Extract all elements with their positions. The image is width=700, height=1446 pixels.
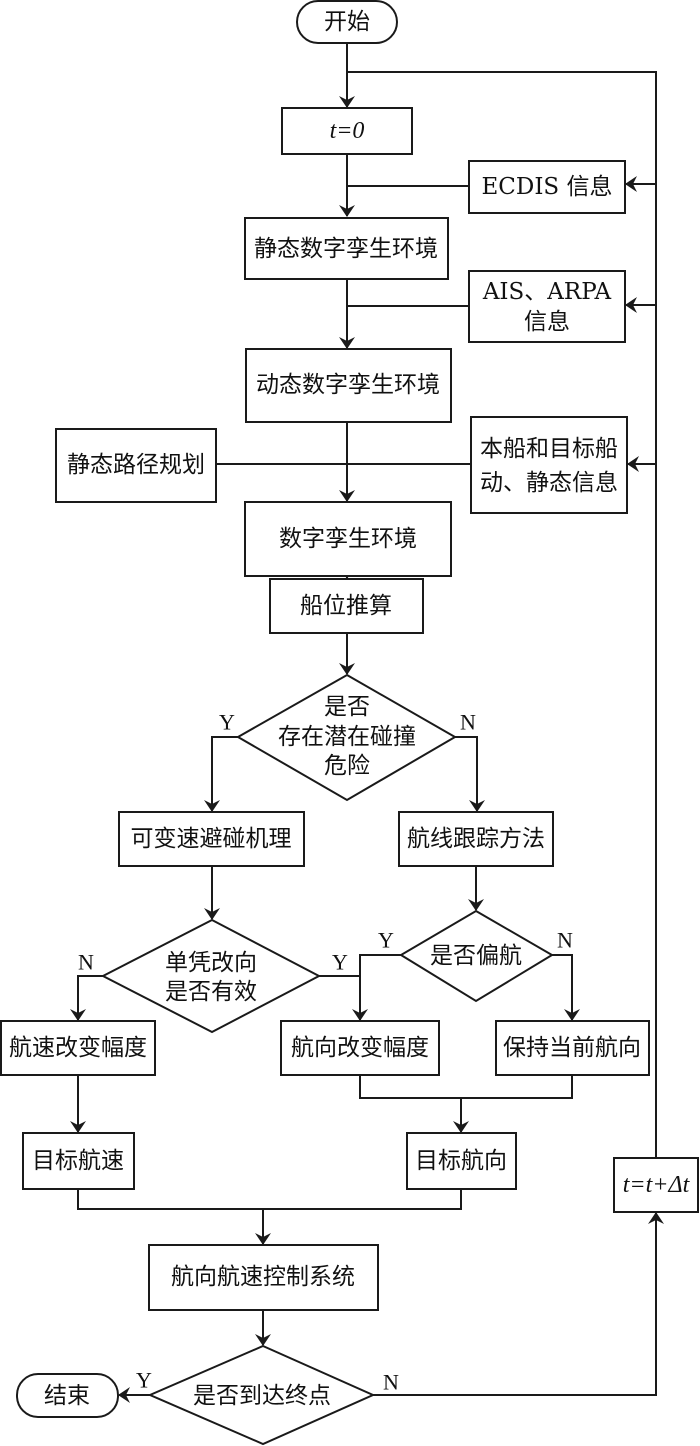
node-off-course: 是否偏航 Y N bbox=[378, 909, 573, 1003]
node-reach-end: 是否到达终点 Y N bbox=[136, 1344, 399, 1446]
static-path-box bbox=[55, 428, 217, 503]
off-course-diamond bbox=[399, 909, 554, 1003]
node-t-init: t=0 bbox=[281, 107, 413, 155]
node-ais-arpa: AIS、ARPA 信息 bbox=[468, 270, 626, 343]
ais-arpa-label-line1: AIS、ARPA bbox=[482, 279, 612, 305]
reach-end-no-label: N bbox=[383, 1370, 399, 1395]
edge-loop-return bbox=[347, 71, 657, 1158]
edge-offcourse-yes bbox=[352, 954, 401, 1021]
edge-course-only-no bbox=[70, 975, 103, 1021]
node-dynamic-env: 动态数字孪生环境 bbox=[245, 348, 452, 423]
node-route-tracking: 航线跟踪方法 bbox=[398, 811, 554, 867]
node-speed-change: 航速改变幅度 bbox=[0, 1020, 156, 1076]
target-heading-label: 目标航向 bbox=[415, 1148, 507, 1174]
target-heading-box bbox=[406, 1132, 517, 1190]
node-heading-change: 航向改变幅度 bbox=[280, 1020, 440, 1076]
node-ship-info: 本船和目标船 动、静态信息 bbox=[470, 416, 628, 514]
edge-reach-end-no bbox=[373, 1212, 664, 1396]
reach-end-label: 是否到达终点 bbox=[193, 1383, 331, 1409]
collision-risk-label-line3: 危险 bbox=[324, 753, 370, 779]
static-path-label: 静态路径规划 bbox=[67, 452, 205, 478]
route-tracking-label: 航线跟踪方法 bbox=[407, 826, 545, 852]
node-t-step: t=t+Δt bbox=[613, 1157, 699, 1213]
course-only-no-label: N bbox=[78, 950, 94, 975]
node-static-path: 静态路径规划 bbox=[55, 428, 217, 503]
dynamic-env-box bbox=[245, 348, 452, 423]
static-env-label: 静态数字孪生环境 bbox=[254, 236, 438, 262]
collision-risk-label-line1: 是否 bbox=[324, 694, 370, 720]
node-ecdis: ECDIS 信息 bbox=[468, 160, 626, 214]
start-label: 开始 bbox=[324, 9, 370, 35]
ais-arpa-box bbox=[468, 270, 626, 343]
edge-offcourse-no bbox=[552, 954, 580, 1021]
speed-change-label: 航速改变幅度 bbox=[9, 1035, 147, 1061]
static-env-box bbox=[244, 217, 449, 280]
dt-env-box bbox=[244, 501, 452, 577]
node-course-only: 单凭改向 是否有效 N Y bbox=[78, 918, 348, 1034]
dead-reckoning-box bbox=[269, 578, 424, 634]
ship-info-box bbox=[470, 416, 628, 514]
node-control-system: 航向航速控制系统 bbox=[148, 1244, 379, 1311]
edge-targets-merge bbox=[77, 1189, 462, 1210]
control-system-box bbox=[148, 1244, 379, 1311]
ecdis-label: ECDIS 信息 bbox=[482, 174, 613, 200]
course-only-label-line2: 是否有效 bbox=[165, 979, 257, 1005]
control-system-label: 航向航速控制系统 bbox=[171, 1264, 355, 1290]
end-terminal-shape bbox=[16, 1373, 119, 1418]
node-static-env: 静态数字孪生环境 bbox=[244, 217, 449, 280]
target-speed-label: 目标航速 bbox=[32, 1148, 124, 1174]
node-dead-reckoning: 船位推算 bbox=[269, 578, 424, 634]
t-init-label: t=0 bbox=[330, 118, 365, 144]
dead-reckoning-label: 船位推算 bbox=[300, 593, 392, 619]
course-only-diamond bbox=[100, 918, 322, 1034]
t-init-box bbox=[281, 107, 413, 155]
reach-end-diamond bbox=[147, 1344, 376, 1446]
ecdis-box bbox=[468, 160, 626, 214]
ship-info-label-line2: 动、静态信息 bbox=[480, 470, 618, 496]
start-terminal-shape bbox=[296, 0, 398, 44]
route-tracking-box bbox=[398, 811, 554, 867]
ais-arpa-label-line2: 信息 bbox=[524, 309, 570, 335]
speed-change-box bbox=[0, 1020, 156, 1076]
course-only-label-line1: 单凭改向 bbox=[165, 950, 257, 976]
variable-speed-box bbox=[118, 811, 305, 867]
collision-risk-yes-label: Y bbox=[219, 710, 235, 735]
edge-heading-merge bbox=[359, 1075, 573, 1099]
course-only-yes-label: Y bbox=[332, 950, 348, 975]
node-end: 结束 bbox=[16, 1373, 119, 1418]
off-course-yes-label: Y bbox=[378, 928, 394, 953]
end-label: 结束 bbox=[44, 1383, 90, 1409]
node-target-heading: 目标航向 bbox=[406, 1132, 517, 1190]
edge-risk-yes bbox=[204, 736, 238, 812]
dynamic-env-label: 动态数字孪生环境 bbox=[256, 372, 440, 398]
node-keep-heading: 保持当前航向 bbox=[495, 1020, 650, 1076]
node-collision-risk: 是否 存在潜在碰撞 危险 Y N bbox=[219, 673, 476, 802]
reach-end-yes-label: Y bbox=[136, 1368, 152, 1393]
collision-risk-no-label: N bbox=[460, 710, 476, 735]
ship-info-label-line1: 本船和目标船 bbox=[480, 436, 618, 462]
variable-speed-label: 可变速避碰机理 bbox=[131, 826, 292, 852]
collision-risk-label-line2: 存在潜在碰撞 bbox=[278, 724, 416, 750]
keep-heading-label: 保持当前航向 bbox=[503, 1035, 641, 1061]
dt-env-label: 数字孪生环境 bbox=[279, 526, 417, 552]
collision-risk-diamond bbox=[235, 673, 457, 802]
keep-heading-box bbox=[495, 1020, 650, 1076]
node-start: 开始 bbox=[296, 0, 398, 44]
node-variable-speed: 可变速避碰机理 bbox=[118, 811, 305, 867]
node-dt-env: 数字孪生环境 bbox=[244, 501, 452, 577]
connectors bbox=[70, 43, 664, 1403]
heading-change-label: 航向改变幅度 bbox=[291, 1035, 429, 1061]
node-target-speed: 目标航速 bbox=[22, 1132, 135, 1190]
t-step-label: t=t+Δt bbox=[623, 1172, 691, 1198]
off-course-label: 是否偏航 bbox=[430, 943, 522, 969]
edge-risk-no bbox=[455, 736, 485, 812]
off-course-no-label: N bbox=[557, 928, 573, 953]
heading-change-box bbox=[280, 1020, 440, 1076]
target-speed-box bbox=[22, 1132, 135, 1190]
t-step-box bbox=[613, 1157, 699, 1213]
